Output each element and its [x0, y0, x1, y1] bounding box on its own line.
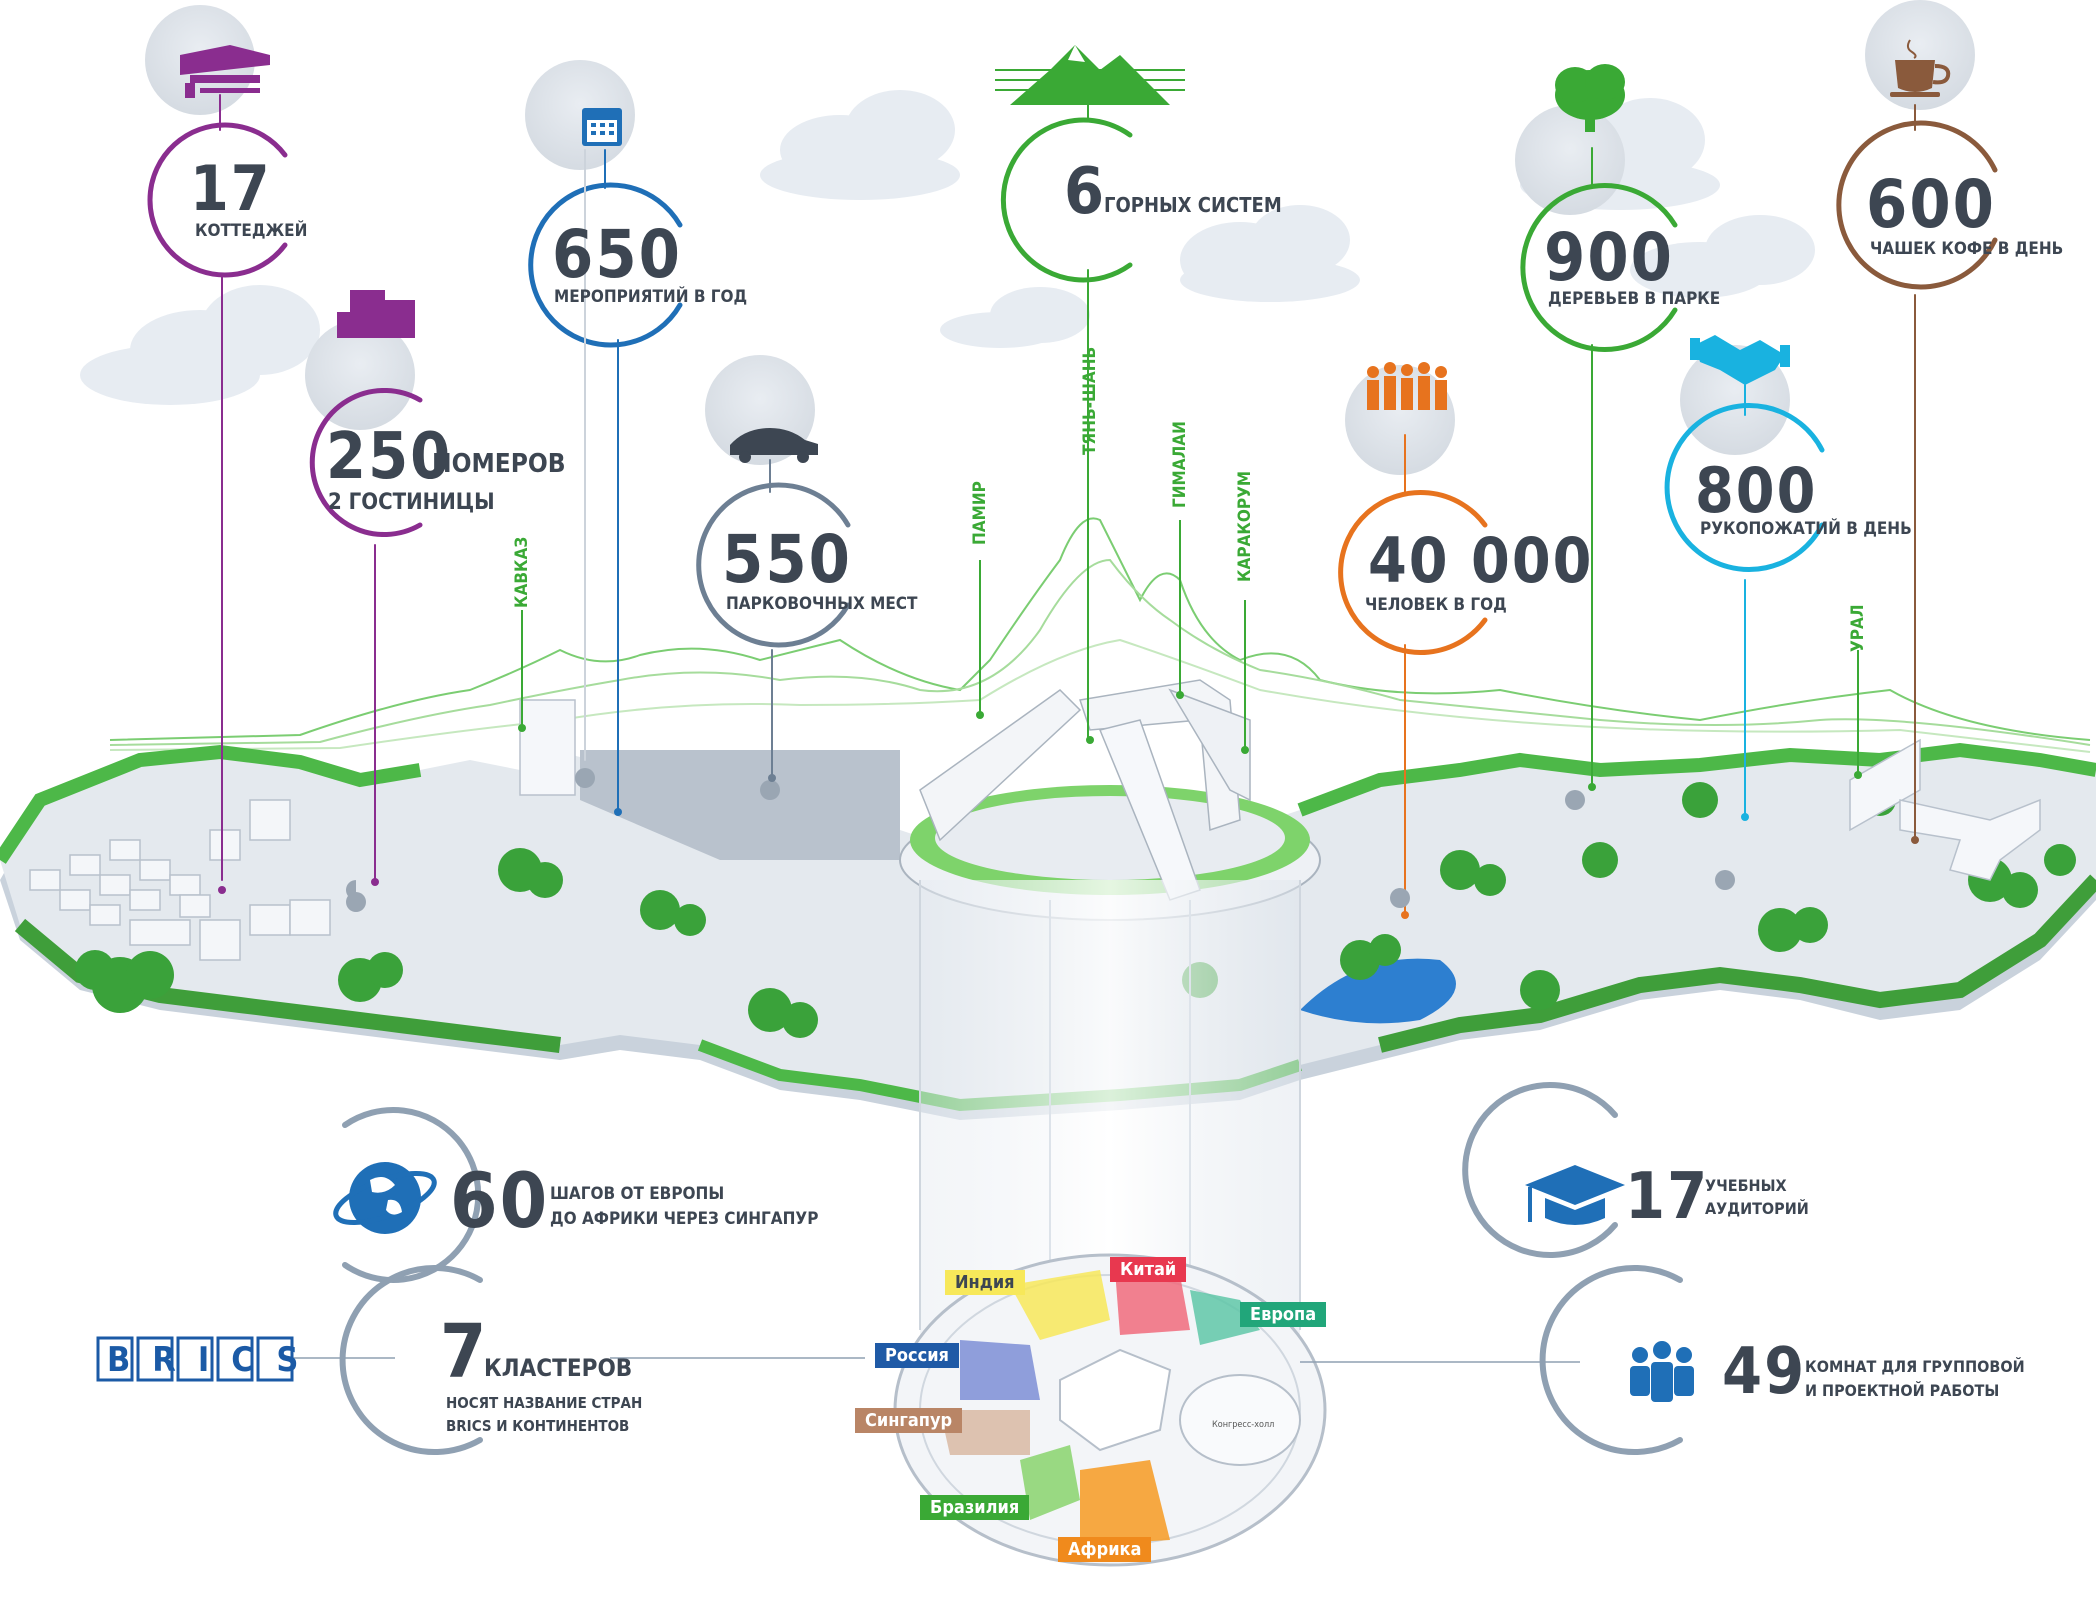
trees	[75, 782, 2076, 1038]
mountains-label: ГОРНЫХ СИСТЕМ	[1104, 193, 1282, 217]
cluster-tag-india: Индия	[945, 1270, 1025, 1295]
mountain-label-kavkaz: КАВКАЗ	[512, 536, 532, 608]
brics-logo: BRICS	[107, 1340, 321, 1380]
handshakes-value: 800	[1695, 454, 1818, 527]
cottages-label: КОТТЕДЖЕЙ	[195, 221, 308, 241]
trees-label: ДЕРЕВЬЕВ В ПАРКЕ	[1548, 289, 1721, 309]
group-rooms-line1: КОМНАТ ДЛЯ ГРУППОВОЙ	[1805, 1357, 2025, 1376]
people-value: 40 000	[1368, 524, 1594, 597]
cluster-tag-africa: Африка	[1058, 1537, 1152, 1562]
steps-line1: ШАГОВ ОТ ЕВРОПЫ	[550, 1184, 725, 1204]
group-rooms-value: 49	[1722, 1335, 1807, 1409]
pin-dots	[218, 691, 1919, 919]
cottages-value: 17	[190, 152, 272, 225]
clouds	[80, 90, 1815, 405]
mountains-value: 6	[1064, 155, 1107, 229]
cluster-tag-russia: Россия	[875, 1343, 959, 1368]
classrooms-line1: УЧЕБНЫХ	[1705, 1176, 1787, 1195]
cluster-tag-china: Китай	[1110, 1257, 1187, 1282]
mountain-label-karakorum: КАРАКОРУМ	[1235, 470, 1255, 582]
cluster-tag-singapore: Сингапур	[855, 1408, 963, 1433]
handshake-icon	[1690, 335, 1790, 385]
cluster-tag-europe: Европа	[1240, 1302, 1327, 1327]
clusters-label: КЛАСТЕРОВ	[484, 1354, 633, 1382]
graduation-cap-icon	[1525, 1165, 1625, 1225]
clusters-value: 7	[440, 1309, 489, 1395]
congress-hall-label: Конгресс-холл	[1212, 1420, 1275, 1430]
group-rooms-line2: И ПРОЕКТНОЙ РАБОТЫ	[1805, 1381, 2000, 1400]
coffee-label: ЧАШЕК КОФЕ В ДЕНЬ	[1870, 239, 2064, 259]
steps-line2: ДО АФРИКИ ЧЕРЕЗ СИНГАПУР	[550, 1209, 819, 1229]
clusters-line1: НОСЯТ НАЗВАНИЕ СТРАН	[446, 1394, 643, 1412]
rooms-label: НОМЕРОВ	[432, 449, 566, 479]
mountain-label-himalayas: ГИМАЛАИ	[1170, 421, 1190, 508]
mountain-icon	[995, 45, 1185, 105]
trees-value: 900	[1544, 219, 1674, 296]
events-label: МЕРОПРИЯТИЙ В ГОД	[554, 287, 748, 307]
mountain-label-pamir: ПАМИР	[970, 481, 990, 545]
rooms-value: 250	[326, 420, 453, 494]
events-value: 650	[552, 216, 682, 293]
classrooms-value: 17	[1625, 1160, 1710, 1234]
team-icon	[1630, 1341, 1694, 1402]
clusters-line2: BRICS И КОНТИНЕНТОВ	[446, 1417, 630, 1435]
parking-value: 550	[722, 521, 852, 598]
people-label: ЧЕЛОВЕК В ГОД	[1365, 595, 1507, 615]
tree-icon	[1555, 64, 1625, 132]
calendar-icon	[582, 108, 622, 146]
steps-value: 60	[450, 1156, 550, 1245]
hotel-icon	[337, 290, 415, 338]
brics-logo-frame	[96, 1336, 294, 1382]
globe-icon	[333, 1162, 437, 1234]
handshakes-label: РУКОПОЖАТИЙ В ДЕНЬ	[1700, 519, 1912, 539]
coffee-value: 600	[1866, 166, 1996, 243]
cottage-icon	[180, 45, 270, 98]
car-icon	[730, 428, 818, 463]
classrooms-line2: АУДИТОРИЙ	[1705, 1199, 1809, 1218]
floor-plan	[893, 1253, 1327, 1567]
mountain-label-ural: УРАЛ	[1848, 604, 1868, 652]
mountain-label-tianshan: ТЯНЬ-ШАНЬ	[1080, 346, 1100, 455]
cluster-tag-brazil: Бразилия	[920, 1495, 1030, 1520]
people-icon	[1367, 362, 1447, 410]
mountain-leaders	[521, 520, 1859, 775]
coffee-cup-icon	[1890, 39, 1951, 97]
rooms-sublabel: 2 ГОСТИНИЦЫ	[328, 490, 495, 515]
cottages-buildings	[29, 799, 331, 961]
pin-drops	[346, 768, 1735, 912]
parking-label: ПАРКОВОЧНЫХ МЕСТ	[726, 594, 918, 614]
ural-hotel	[1849, 738, 2041, 881]
kavkaz-building	[519, 699, 576, 796]
